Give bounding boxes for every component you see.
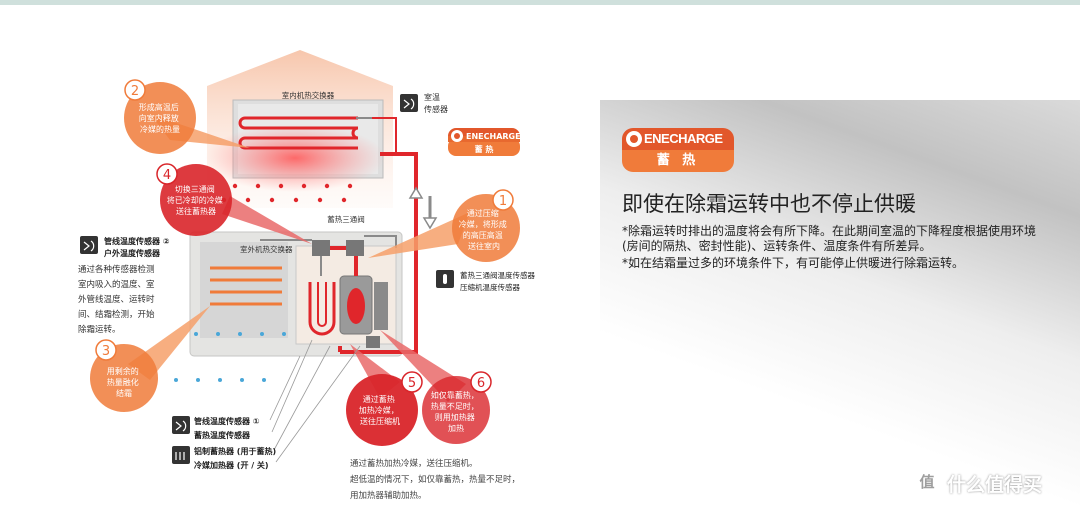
valve-sensors-label: 蓄热三通阀温度传感器 压缩机温度传感器 bbox=[460, 270, 537, 292]
callout-6: 6 如仅靠蓄热， 热量不足时， 则用加热器 加热 bbox=[422, 371, 492, 444]
callout-1: 1 通过压缩 冷媒，将形成 的高压高温 送往室内 bbox=[452, 189, 520, 262]
indoor-exchanger-label: 室内机热交换器 bbox=[282, 90, 335, 100]
enecharge-logo: ENECHARGE 蓄 热 bbox=[622, 128, 734, 172]
watermark-logo-icon: 值 bbox=[913, 468, 941, 496]
svg-text:用剩余的 热量融化 结霜: 用剩余的 热量融化 结霜 bbox=[107, 366, 142, 398]
description-paragraph-1: *除霜运转时排出的温度将会有所下降。在此期间室温的下降程度根据使用环境(房间的隔… bbox=[622, 224, 1037, 253]
outdoor-exchanger-label: 室外机热交换器 bbox=[240, 244, 293, 254]
room-sensor-label: 室温 传感器 bbox=[424, 92, 448, 114]
frost-dots bbox=[174, 332, 286, 382]
three-way-valve-1 bbox=[312, 240, 330, 256]
logo-brand: ENECHARGE bbox=[644, 131, 723, 146]
callout-2: 2 形成高温后 向室内释放 冷媒的热量 bbox=[124, 79, 196, 154]
outdoor-coil bbox=[210, 266, 282, 306]
bottom-valve bbox=[366, 336, 380, 348]
svg-text:如仅靠蓄热， 热量不足时， 则用加热: 如仅靠蓄热， 热量不足时， 则用加热器 加热 bbox=[431, 390, 482, 433]
site-watermark: 值 什么值得买 bbox=[913, 466, 1073, 498]
svg-text:5: 5 bbox=[408, 376, 416, 391]
three-way-valve-2 bbox=[346, 240, 364, 256]
callout-5: 5 通过蓄热 加热冷媒， 送往压缩机 bbox=[346, 371, 423, 446]
svg-text:蓄 热: 蓄 热 bbox=[475, 144, 494, 154]
description: *除霜运转时排出的温度将会有所下降。在此期间室温的下降程度根据使用环境(房间的隔… bbox=[622, 224, 1042, 273]
description-paragraph-2: *如在结霜量过多的环境条件下，有可能停止供暖进行除霜运转。 bbox=[622, 256, 965, 270]
svg-text:4: 4 bbox=[163, 168, 171, 183]
svg-text:通过蓄热 加热冷媒， 送往压缩机: 通过蓄热 加热冷媒， 送往压缩机 bbox=[359, 394, 402, 426]
detection-description: 通过各种传感器检测 室内吸入的温度、室 外管线温度、运转时 间、结霜检测，开始 … bbox=[78, 264, 157, 335]
svg-text:切换三通阀 将已冷却的冷媒 送往蓄热: 切换三通阀 将已冷却的冷媒 送往蓄热器 bbox=[167, 184, 226, 216]
svg-text:通过压缩 冷媒，将形成 的高压高温: 通过压缩 冷媒，将形成 的高压高温 送往室内 bbox=[459, 208, 510, 251]
indoor-coil bbox=[238, 116, 359, 150]
leader-lines bbox=[269, 339, 361, 463]
legend-sensors: 管线温度传感器 ① 蓄热温度传感器 bbox=[194, 416, 262, 440]
defrost-diagram: 2 形成高温后 向室内释放 冷媒的热量 4 切换三通阀 将已冷却的冷媒 送往蓄热… bbox=[78, 50, 537, 501]
svg-text:2: 2 bbox=[131, 84, 139, 99]
storage-u-tube bbox=[308, 282, 336, 336]
logo-ring-icon bbox=[626, 131, 642, 147]
headline: 即使在除霜运转中也不停止供暖 bbox=[622, 192, 916, 216]
svg-text:3: 3 bbox=[102, 344, 110, 359]
legend-heaters: 铝制蓄热器 (用于蓄热) 冷媒加热器 (开 / 关) bbox=[194, 446, 279, 470]
callout-4: 4 切换三通阀 将已冷却的冷媒 送往蓄热器 bbox=[156, 163, 232, 236]
room-sensor-icon bbox=[400, 94, 418, 112]
three-way-valve-label: 蓄热三通阀 bbox=[327, 214, 365, 224]
compressor-flame bbox=[347, 288, 365, 324]
right-info-panel: ENECHARGE 蓄 热 即使在除霜运转中也不停止供暖 *除霜运转时排出的温度… bbox=[600, 100, 1080, 508]
top-strip bbox=[0, 0, 1080, 5]
sensor-icon bbox=[172, 416, 190, 434]
watermark-text: 什么值得买 bbox=[947, 474, 1043, 496]
svg-text:6: 6 bbox=[477, 376, 485, 391]
heater-icon bbox=[172, 446, 190, 464]
svg-text:形成高温后 向室内释放 冷媒的热量: 形成高温后 向室内释放 冷媒的热量 bbox=[139, 102, 182, 134]
bottom-note: 通过蓄热加热冷媒，送往压缩机。 超低温的情况下，如仅靠蓄热，热量不足时， 用加热… bbox=[350, 458, 523, 501]
flow-arrows bbox=[408, 186, 438, 230]
enecharge-logo-small: ENECHARGE 蓄 热 bbox=[448, 128, 521, 156]
callout-3: 3 用剩余的 热量融化 结霜 bbox=[90, 339, 158, 412]
logo-subtitle: 蓄 热 bbox=[622, 150, 734, 172]
pipe-sensor-icon bbox=[80, 236, 98, 254]
svg-text:1: 1 bbox=[499, 194, 507, 209]
svg-text:ENECHARGE: ENECHARGE bbox=[466, 132, 521, 141]
pipe-sensor-2-label: 管线温度传感器 ② 户外温度传感器 bbox=[104, 236, 172, 258]
